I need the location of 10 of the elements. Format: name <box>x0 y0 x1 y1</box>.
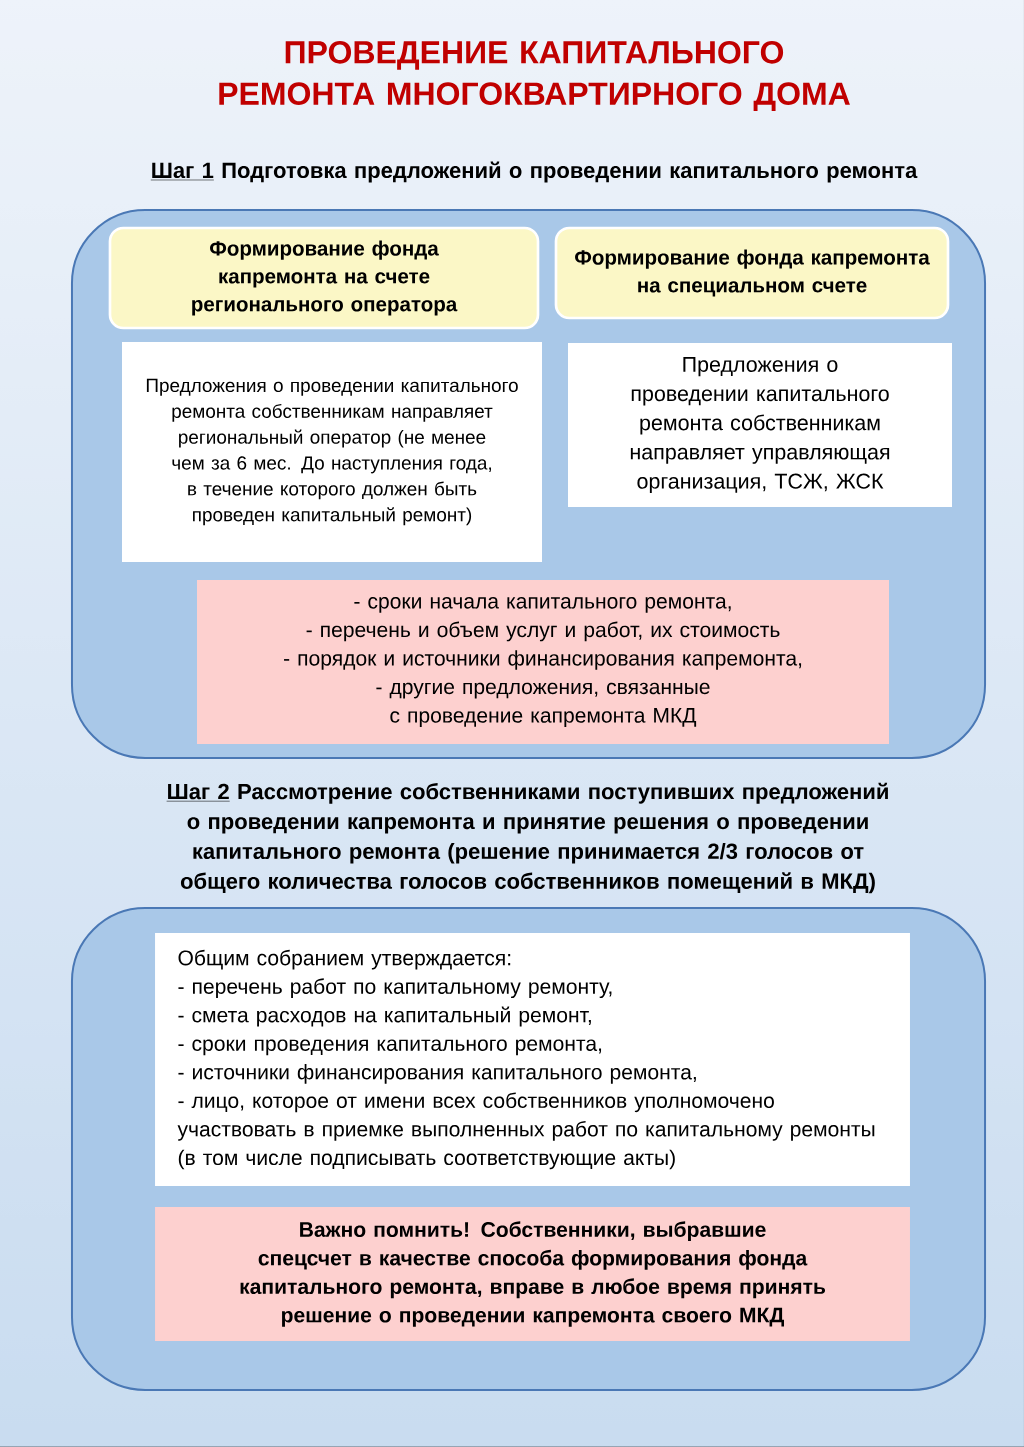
fund-box: Формирование фонда капремонта на счете регионального оператора <box>108 226 540 330</box>
fund-box: Формирование фонда капремонта на специальном счете <box>554 226 950 320</box>
step-heading: Шаг 2 Рассмотрение собственниками поступивших предложений о проведении капремонта и принятие решения о проведении капитального ремонта (решение принимается 2/3 голосов от общего количества голосов собственников помещений в МКД) <box>166 782 888 894</box>
note-box: Важно помнить! Собственники, выбравшие спецсчет в качестве способа формирования фонда капитального ремонта, вправе в любое время принять решение о проведении капремонта своего МКД <box>155 1207 910 1341</box>
text-box: Предложения о проведении капитального ремонта собственникам направляет региональный оператор (не менее чем за 6 мес. До наступления года, в течение которого должен быть проведен капитальный ремонт) <box>122 342 542 562</box>
note-box: - сроки начала капитального ремонта, - перечень и объем услуг и работ, их стоимость - порядок и источники финансирования капремонта, - другие предложения, связанные с проведение капремонта МКД <box>197 580 889 744</box>
title: ПРОВЕДЕНИЕ КАПИТАЛЬНОГО РЕМОНТА МНОГОКВАРТИРНОГО ДОМА <box>219 41 850 112</box>
text-box: Предложения о проведении капитального ремонта собственникам направляет управляющая организация, ТСЖ, ЖСК <box>568 343 952 507</box>
step-heading: Шаг 1 Подготовка предложений о проведении капитального ремонта <box>150 161 918 183</box>
text-box: Общим собранием утверждается: - перечень работ по капитальному ремонту, - смета расходов на капитальный ремонт, - сроки проведения капитального ремонта, - источники финансирования капитального ремонта, - лицо, которое от имени всех собственников уполномочено участвовать в приемке выполненных работ по капитальному ремонты (в том числе подписывать соответствующие акты) <box>155 932 910 1187</box>
